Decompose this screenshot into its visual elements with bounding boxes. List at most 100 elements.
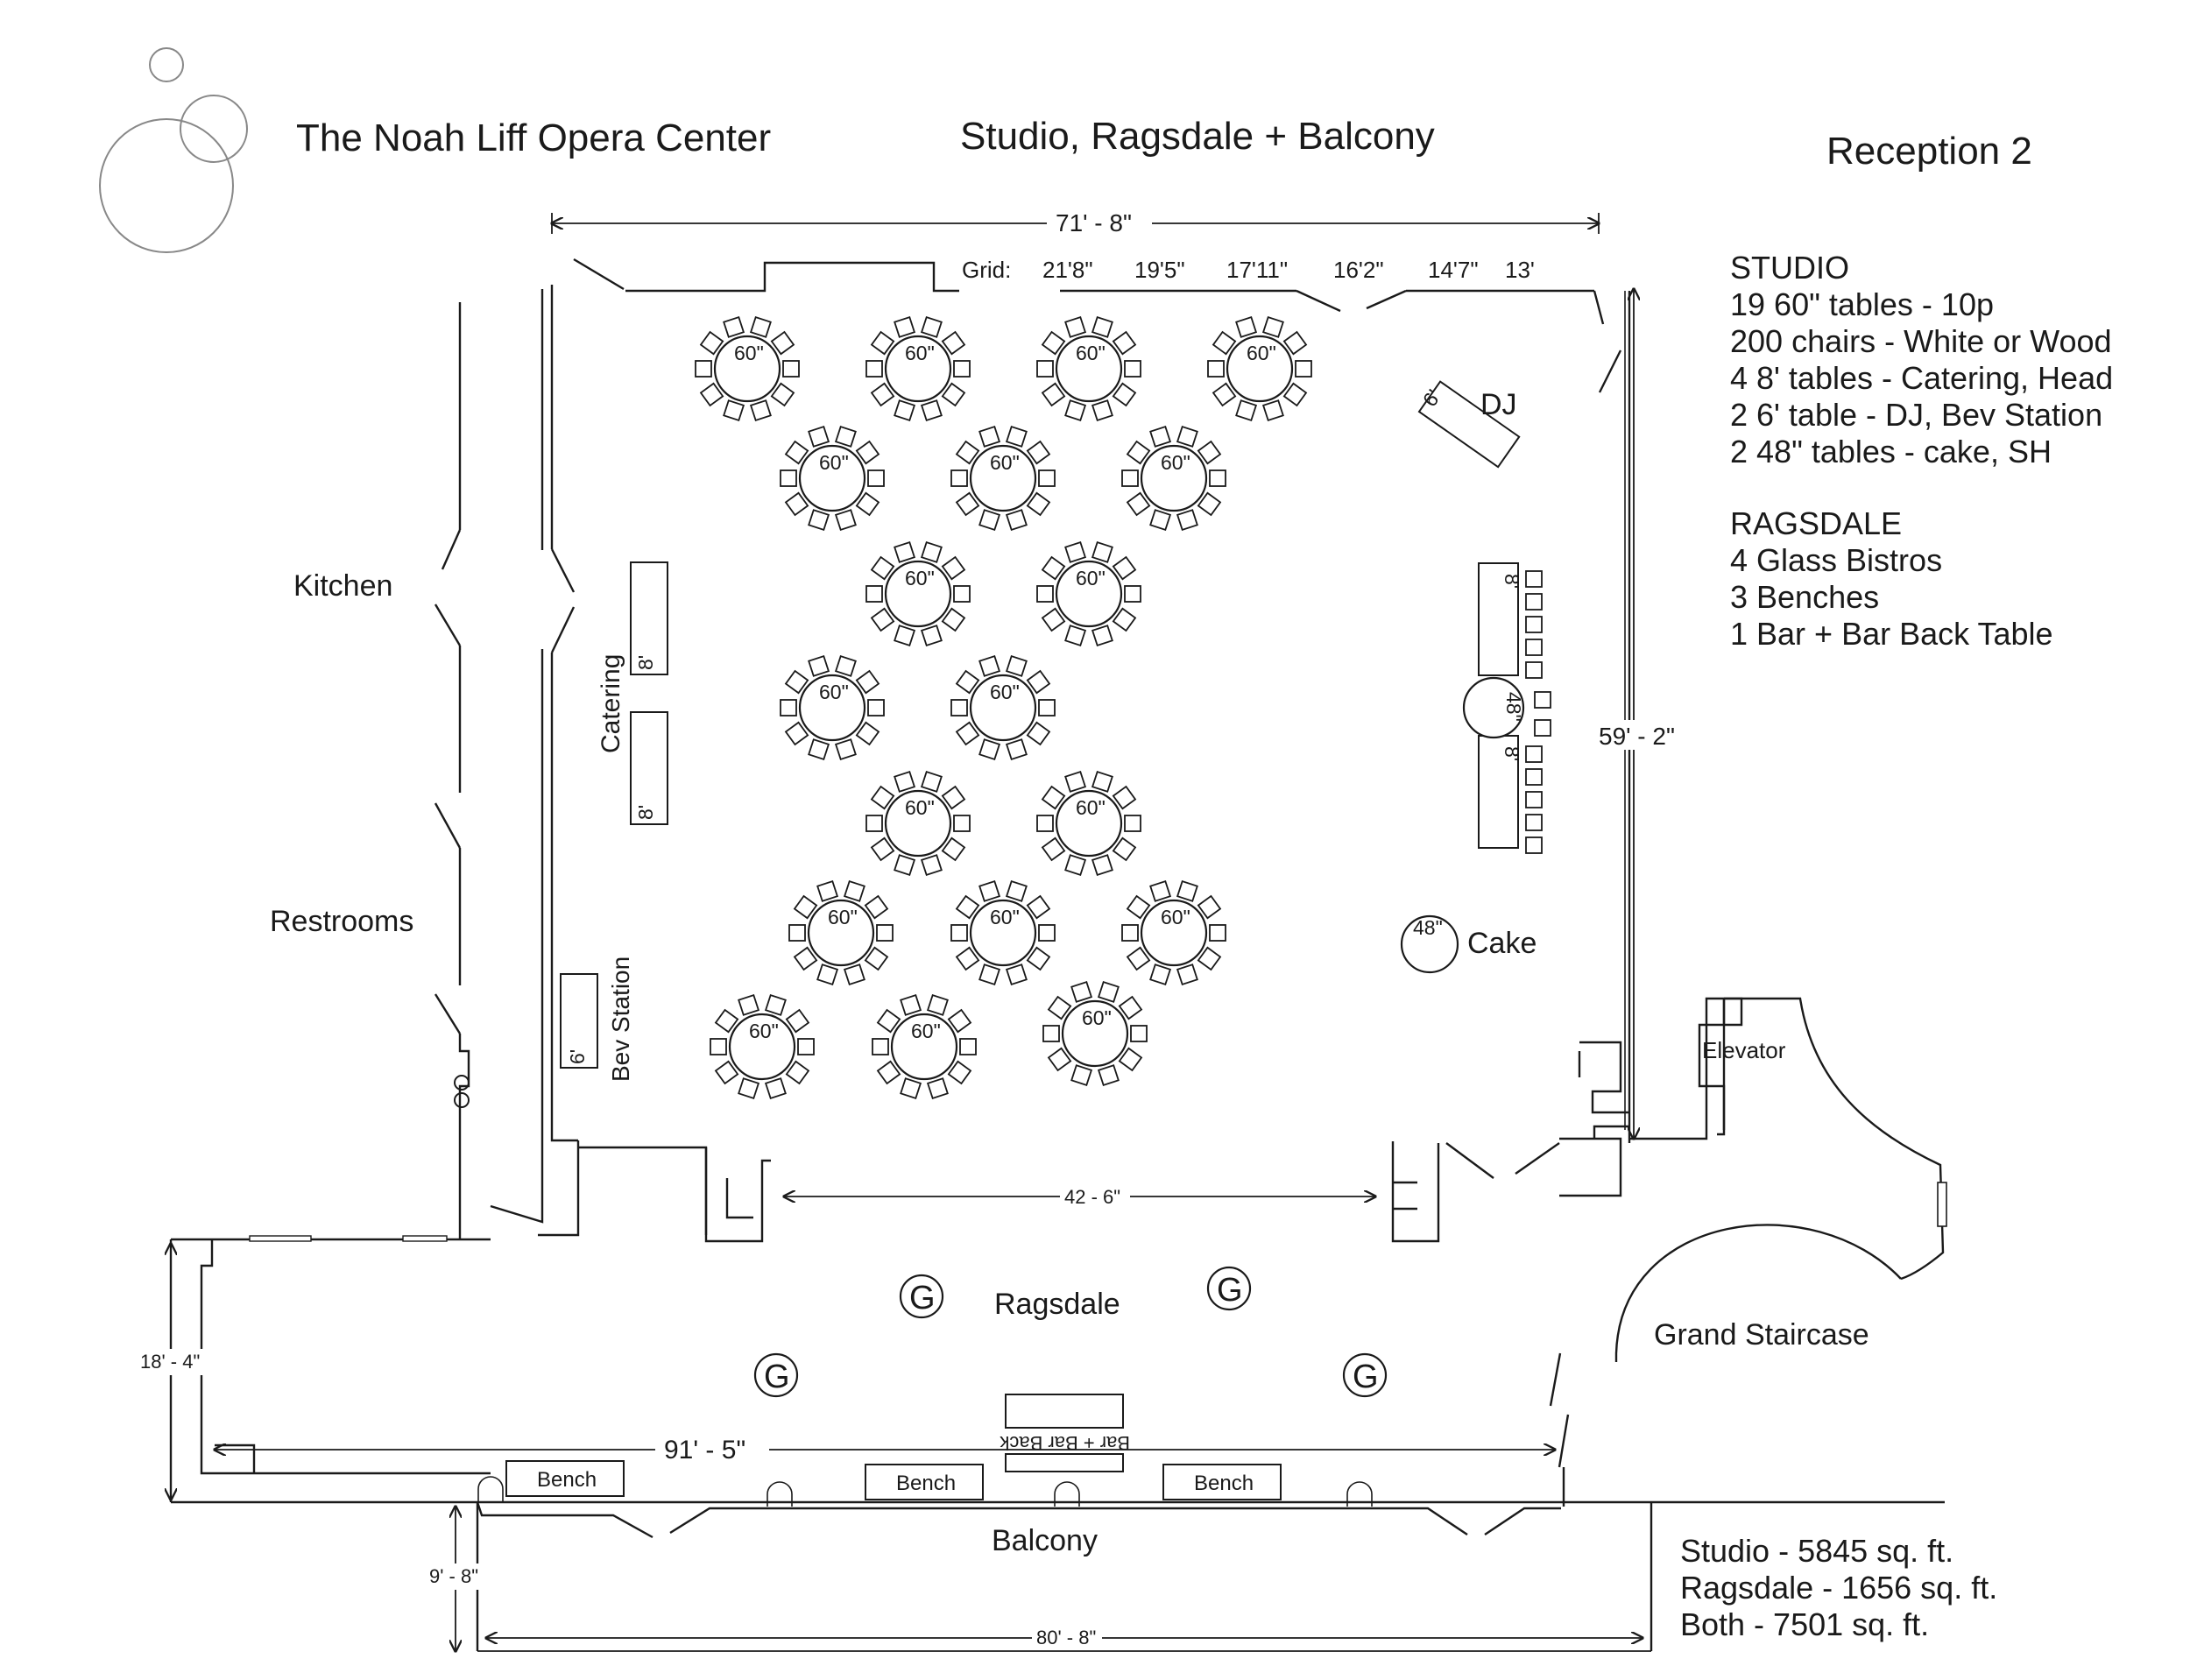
table-size-label: 60" [905,342,935,364]
table-top [1140,444,1208,512]
chair [1261,399,1284,422]
table-size-label: 60" [905,796,935,819]
cake-table [1400,914,1459,974]
table-size-label: 60" [749,1020,779,1042]
chair [749,315,772,338]
studio-width-dim: 71' - 8" [1056,209,1132,236]
ragsdale-label: Ragsdale [994,1288,1120,1321]
chair [1047,995,1072,1020]
chair [785,1008,810,1034]
chair [865,815,883,832]
chair [870,382,895,407]
round-table-60: 60" [695,315,800,422]
notes-line: 19 60" tables - 10p [1730,286,1994,322]
glass-bistro-label: G [1353,1359,1379,1395]
chair [770,382,795,407]
chair [955,491,980,517]
chair [1041,785,1066,810]
chair [855,721,880,746]
notes-line: STUDIO [1730,250,1849,286]
chair [867,699,885,716]
chair [1176,425,1198,448]
elevator-staircase [1614,997,1947,1362]
chair [872,1038,889,1055]
chair [1197,894,1222,920]
chair [947,1060,972,1085]
chair [1149,964,1172,986]
grid-label: Grid: [962,257,1011,283]
chair [955,946,980,971]
ragsdale-inner-dim: 42 - 6" [1064,1186,1120,1208]
dj-label: DJ [1480,388,1517,421]
grid-value: 14'7" [1428,257,1479,283]
head-table-size: 8' [1501,574,1523,589]
balcony-depth-dim: 9' - 8" [429,1565,478,1587]
table-top [884,335,952,403]
chair [770,330,795,356]
round-table-60: 60" [780,425,885,532]
notes-line: 4 8' tables - Catering, Head [1730,360,2113,396]
table-top [890,1013,958,1081]
round-table-60: 60" [1036,540,1141,647]
grand-staircase-label: Grand Staircase [1654,1318,1869,1352]
chair [1097,1064,1120,1087]
chair [870,785,895,810]
chair [1064,770,1087,793]
bar-label: Bar + Bar Back [999,1432,1130,1454]
chair [1525,768,1543,786]
chair [941,330,966,356]
chair [953,585,971,603]
glass-bistros [753,1266,1388,1398]
notes-line: 2 6' table - DJ, Bev Station [1730,397,2102,433]
chair [1097,980,1120,1003]
chair [894,315,916,338]
chair [1064,540,1087,563]
notes-line: Studio - 5845 sq. ft. [1680,1533,1953,1569]
chair [710,1038,727,1055]
ragsdale-width-dim: 91' - 5" [664,1436,745,1465]
bubbles-logo [99,47,248,253]
chair [1112,607,1137,632]
chair [1118,1047,1143,1072]
chair [1176,964,1198,986]
chair [1126,894,1151,920]
chair [1041,607,1066,632]
chair [978,425,1001,448]
chair [1026,440,1051,465]
restrooms-label: Restrooms [270,905,413,938]
table-size-label: 60" [828,906,858,928]
chair [808,509,830,532]
chair [894,399,916,422]
chair [1036,815,1054,832]
chair [876,1008,901,1034]
chair [1038,469,1056,487]
chair [1126,946,1151,971]
chair [870,607,895,632]
catering-station [630,561,668,825]
table-top [969,444,1037,512]
chair [1525,661,1543,679]
catering-table-size: 8' [634,655,657,670]
chair [1005,879,1028,902]
chair [780,469,797,487]
round-table-60: 60" [865,770,971,877]
balcony-label: Balcony [992,1524,1098,1557]
cake-table-size: 48" [1413,916,1443,939]
chair [855,491,880,517]
bench [505,1460,625,1497]
studio-round-tables: 60"60"60"60"60"60"60"60"60"60"60"60"60"6… [695,315,1312,1100]
round-table-60: 60" [710,993,815,1100]
chair [808,738,830,761]
layout-title: Reception 2 [1826,130,2032,173]
chair [1176,509,1198,532]
elevator-label: Elevator [1702,1037,1786,1063]
chair [1091,854,1113,877]
bench-label: Bench [896,1472,956,1495]
chair [1525,791,1543,808]
chair [1149,509,1172,532]
glass-bistro-label: G [764,1359,790,1395]
venue-title: The Noah Liff Opera Center [296,116,771,159]
chair [1525,570,1543,588]
chair [1525,836,1543,854]
notes-line: 200 chairs - White or Wood [1730,323,2112,359]
